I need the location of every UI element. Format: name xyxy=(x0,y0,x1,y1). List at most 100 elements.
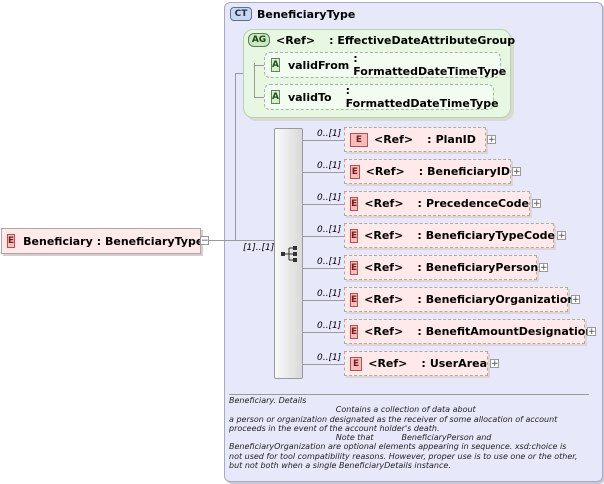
element-ref: <Ref> xyxy=(368,357,408,370)
doc-line: Note that BeneficiaryPerson and xyxy=(229,433,492,443)
attribute-connector xyxy=(254,65,264,66)
element-name: PlanID xyxy=(435,133,476,146)
element-user-area[interactable]: E <Ref> : UserArea xyxy=(344,351,488,376)
collapse-icon[interactable]: − xyxy=(200,236,209,246)
element-separator: : xyxy=(417,261,422,274)
child-connector xyxy=(303,268,344,269)
element-separator: : xyxy=(417,197,422,210)
doc-line: proceeds in the event of the account hol… xyxy=(229,423,440,433)
element-ref: <Ref> xyxy=(364,261,404,274)
doc-line: BeneficiaryOrganization are optional ele… xyxy=(229,442,567,452)
sequence-cardinality: [1]..[1] xyxy=(243,243,275,253)
doc-line: but not both when a single BeneficiaryDe… xyxy=(229,461,451,471)
attribute-valid-to[interactable]: A validTo : FormattedDateTimeType xyxy=(264,84,499,110)
element-ref: <Ref> xyxy=(364,229,404,242)
element-benefit-amount-designation[interactable]: E <Ref> : BenefitAmountDesignation xyxy=(344,319,593,344)
doc-line: Beneficiary. Details xyxy=(229,396,307,405)
element-separator: : xyxy=(417,293,422,306)
element-tag: E xyxy=(350,228,359,243)
complex-type-tag: CT xyxy=(230,7,252,21)
child-cardinality: 0..[1] xyxy=(317,353,342,363)
attribute-tag: A xyxy=(271,58,280,72)
element-tag: E xyxy=(350,260,359,275)
attribute-name: validFrom xyxy=(287,58,350,72)
element-tag: E xyxy=(350,164,360,179)
root-element-beneficiary[interactable]: E Beneficiary : BeneficiaryType xyxy=(1,228,204,254)
element-beneficiary-id[interactable]: E <Ref> : BeneficiaryID xyxy=(344,159,511,184)
child-connector xyxy=(303,364,344,365)
child-connector xyxy=(303,332,344,333)
child-cardinality: 0..[1] xyxy=(317,257,342,267)
child-connector xyxy=(303,236,344,237)
attribute-type: : FormattedDateTimeType xyxy=(345,84,499,110)
child-cardinality: 0..[1] xyxy=(317,193,342,203)
expand-icon[interactable]: + xyxy=(539,263,548,273)
root-to-sequence-line xyxy=(208,240,274,241)
doc-line: Contains a collection of data about xyxy=(229,405,476,415)
expand-icon[interactable]: + xyxy=(487,135,496,145)
expand-icon[interactable]: + xyxy=(512,167,521,177)
element-beneficiary-type-code[interactable]: E <Ref> : BeneficiaryTypeCode xyxy=(344,223,555,248)
element-name: BeneficiaryPerson xyxy=(425,261,539,274)
child-cardinality: 0..[1] xyxy=(317,321,342,331)
element-separator: : xyxy=(418,165,424,178)
attribute-group-ref: <Ref> xyxy=(276,33,316,47)
child-connector xyxy=(303,172,344,173)
attribute-group-header[interactable]: AG <Ref> : EffectiveDateAttributeGroup xyxy=(248,33,515,47)
expand-icon[interactable]: + xyxy=(557,231,566,241)
child-connector xyxy=(303,140,344,141)
child-cardinality: 0..[1] xyxy=(317,161,342,171)
element-name: PrecedenceCode xyxy=(425,197,529,210)
element-ref: <Ref> xyxy=(364,197,404,210)
element-precedence-code[interactable]: E <Ref> : PrecedenceCode xyxy=(344,191,530,216)
element-ref: <Ref> xyxy=(364,293,404,306)
element-plan-id[interactable]: E <Ref> : PlanID xyxy=(344,127,486,152)
expand-icon[interactable]: + xyxy=(587,327,596,337)
element-beneficiary-person[interactable]: E <Ref> : BeneficiaryPerson xyxy=(344,255,539,280)
attribute-name: validTo xyxy=(287,90,332,104)
element-ref: <Ref> xyxy=(364,325,404,338)
element-name: BenefitAmountDesignation xyxy=(425,325,594,338)
child-cardinality: 0..[1] xyxy=(317,129,342,139)
element-separator: : xyxy=(427,133,432,146)
root-element-name: Beneficiary xyxy=(23,234,93,248)
attribute-group-tag: AG xyxy=(248,33,270,47)
complex-type-header: CT BeneficiaryType xyxy=(230,7,355,21)
root-element-type: : BeneficiaryType xyxy=(96,234,204,248)
child-cardinality: 0..[1] xyxy=(317,225,342,235)
element-tag: E xyxy=(350,292,359,307)
expand-icon[interactable]: + xyxy=(532,199,541,209)
expand-icon[interactable]: + xyxy=(490,359,499,369)
child-connector xyxy=(303,300,344,301)
sequence-icon xyxy=(281,246,297,262)
attribute-branch-line xyxy=(235,73,236,241)
attribute-group-connector xyxy=(235,73,243,74)
element-separator: : xyxy=(417,229,422,242)
element-tag: E xyxy=(350,324,359,339)
element-name: BeneficiaryID xyxy=(427,165,510,178)
element-separator: : xyxy=(421,357,426,370)
attribute-inner-line xyxy=(254,63,255,97)
attribute-group-name: : EffectiveDateAttributeGroup xyxy=(329,33,516,47)
element-name: BeneficiaryTypeCode xyxy=(425,229,555,242)
attribute-tag: A xyxy=(271,90,280,104)
doc-line: a person or organization designated as t… xyxy=(229,414,558,424)
element-name: UserArea xyxy=(429,357,487,370)
child-connector xyxy=(303,204,344,205)
element-beneficiary-organization[interactable]: E <Ref> : BeneficiaryOrganization xyxy=(344,287,575,312)
element-separator: : xyxy=(417,325,422,338)
child-cardinality: 0..[1] xyxy=(317,289,342,299)
element-tag: E xyxy=(7,234,16,248)
doc-line: not used for tool compatibility reasons.… xyxy=(229,451,578,461)
element-tag: E xyxy=(350,356,363,371)
element-name: BeneficiaryOrganization xyxy=(425,293,576,306)
complex-type-name: BeneficiaryType xyxy=(257,7,356,21)
element-ref: <Ref> xyxy=(374,133,414,146)
attribute-connector xyxy=(254,97,264,98)
element-tag: E xyxy=(350,132,368,147)
attribute-type: : FormattedDateTimeType xyxy=(353,52,507,78)
attribute-valid-from[interactable]: A validFrom : FormattedDateTimeType xyxy=(264,52,506,78)
documentation-annotation: Beneficiary. Details Contains a collecti… xyxy=(229,394,589,478)
sequence-compositor[interactable] xyxy=(274,128,303,379)
expand-icon[interactable]: + xyxy=(571,295,580,305)
